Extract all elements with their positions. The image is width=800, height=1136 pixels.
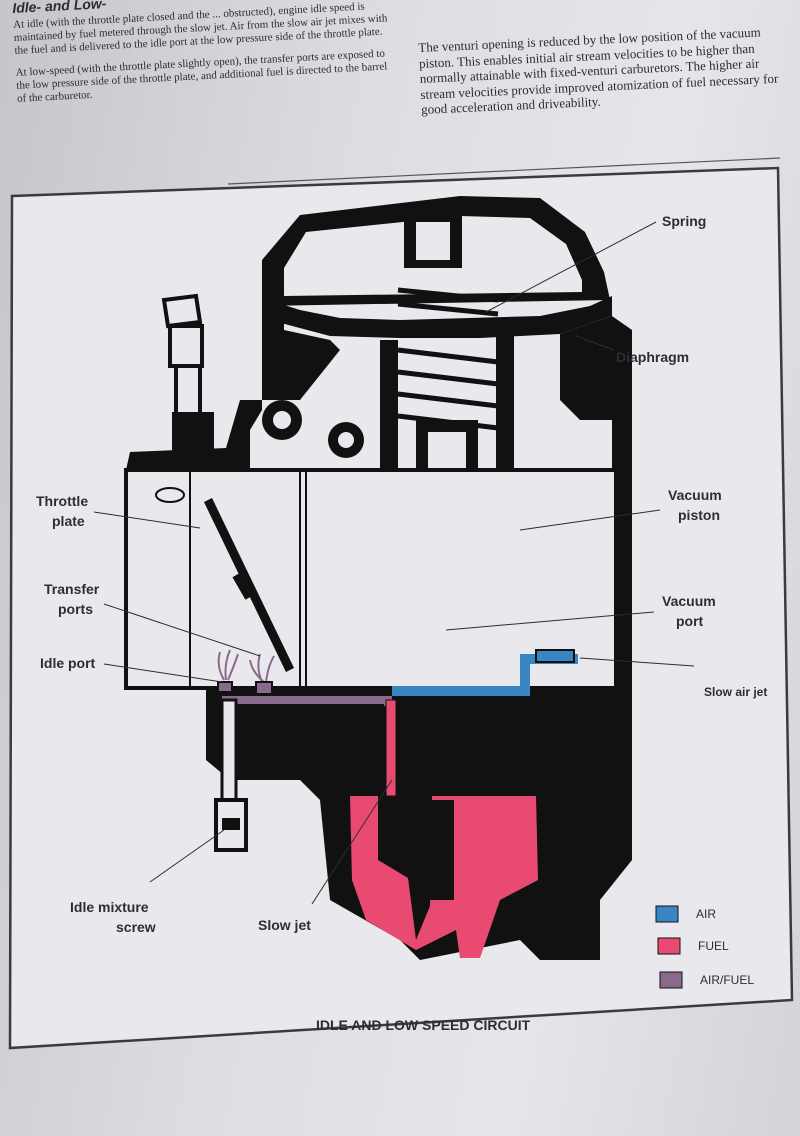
legend-air-fuel-label: AIR/FUEL (700, 973, 754, 987)
label-spring: Spring (662, 213, 706, 229)
label-throttle-plate-line2: plate (52, 513, 85, 529)
legend-air-fuel-swatch (659, 971, 683, 989)
spring-coils (397, 287, 499, 431)
carburetor-body (124, 196, 632, 960)
label-idle-mixture-screw-line1: Idle mixture (70, 899, 149, 915)
leader-lines (93, 221, 695, 905)
idle-port (217, 681, 233, 693)
label-vacuum-piston-line2: piston (678, 507, 720, 523)
label-slow-air-jet: Slow air jet (704, 685, 767, 699)
throttle-shaft (232, 570, 258, 600)
body-left-shoulder (126, 306, 340, 470)
air-fuel-passage (222, 696, 392, 720)
legend: AIR FUEL AIR/FUEL (655, 905, 754, 989)
label-idle-mixture-screw-line2: screw (116, 919, 156, 935)
main-jet-stem (420, 800, 454, 900)
lower-body (206, 688, 632, 960)
label-idle-port: Idle port (40, 655, 96, 671)
label-transfer-ports-line1: Transfer (44, 581, 100, 597)
page-top-rule (227, 157, 781, 185)
bleed-fitting (161, 293, 214, 452)
body-boss-2-hole (338, 432, 354, 448)
idle-mixture-screw (214, 698, 248, 852)
label-slow-jet: Slow jet (258, 917, 311, 933)
slow-air-jet-insert (535, 649, 575, 663)
legend-air-swatch (655, 905, 679, 923)
label-vacuum-piston-line1: Vacuum (668, 487, 722, 503)
bore-intake-ellipse (155, 487, 185, 503)
legend-fuel-swatch (657, 937, 681, 955)
label-throttle-plate-line1: Throttle (36, 493, 88, 509)
slow-jet-tube (385, 699, 397, 797)
transfer-port (255, 681, 273, 695)
body-boss-1-hole (273, 411, 291, 429)
legend-air-label: AIR (696, 907, 716, 921)
label-vacuum-port-line2: port (676, 613, 704, 629)
label-diaphragm: Diaphragm (616, 349, 689, 365)
diagram-caption: IDLE AND LOW SPEED CIRCUIT (316, 1017, 531, 1033)
legend-fuel-label: FUEL (698, 939, 729, 953)
diaphragm-band (262, 296, 612, 338)
port-spray (217, 649, 275, 683)
label-vacuum-port-line1: Vacuum (662, 593, 716, 609)
cap-window-inner (416, 222, 450, 260)
label-transfer-ports-line2: ports (58, 601, 93, 617)
